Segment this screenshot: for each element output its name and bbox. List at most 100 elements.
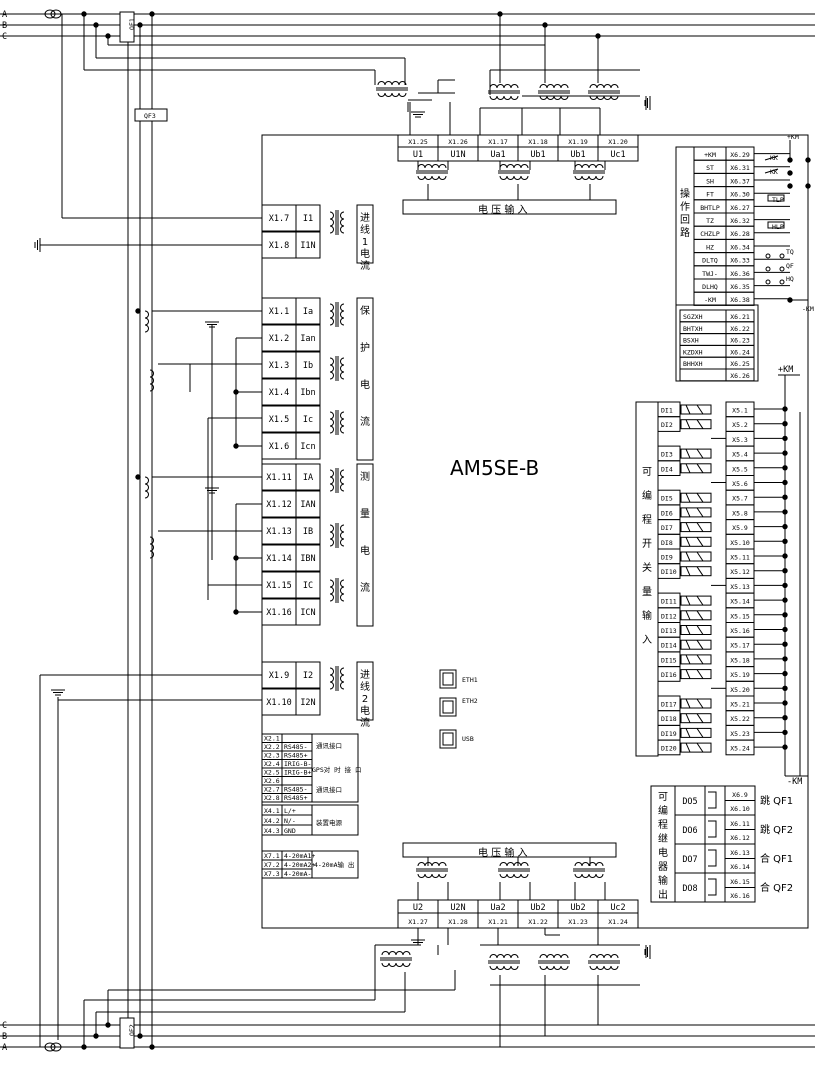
top-terminal-signal: Uc1	[610, 150, 625, 160]
di-dot	[782, 700, 788, 706]
opto-diode	[685, 448, 691, 459]
signal-terminal-number: X6.26	[730, 372, 750, 380]
ct-coil-right	[340, 211, 345, 234]
vt-coil-bottom	[589, 965, 619, 970]
vt-coil-bottom	[539, 95, 569, 100]
bottom-terminal-signal: Uc2	[610, 903, 625, 913]
internal-vt-top	[574, 164, 604, 169]
di-terminal-number: X5.8	[732, 509, 748, 517]
current-terminal-number: X1.4	[269, 388, 289, 398]
op-signal-name: SH	[706, 177, 714, 185]
km-neg-top: -KM	[802, 305, 814, 313]
ground-line2-ct	[51, 689, 65, 696]
bus-label-b: B	[2, 21, 7, 31]
current-signal-cell	[295, 378, 321, 406]
external-ct	[149, 369, 154, 392]
relay-function: 跳 QF1	[760, 794, 793, 807]
current-signal-name: I2N	[300, 698, 315, 708]
opto-arrow	[696, 639, 704, 650]
opto-diode	[685, 610, 691, 621]
kk2-label: KK	[770, 168, 778, 176]
signal-terminal-number: X6.25	[730, 360, 750, 368]
di-terminal-number: X5.19	[730, 671, 750, 679]
signal-name: BSXH	[683, 337, 699, 345]
small-signal-name: N/-	[284, 817, 296, 825]
top-terminal-number: X1.26	[448, 138, 468, 146]
small-signal-name: RS485-	[284, 786, 307, 794]
ct-coil-right	[340, 579, 345, 602]
current-terminal-number: X1.16	[266, 608, 292, 618]
op-dot	[787, 157, 793, 163]
vertical-char: 流	[360, 415, 370, 428]
bus-tap-dot	[105, 33, 111, 39]
bottom-terminal-number: X1.24	[608, 918, 628, 926]
signal-name: KZDXH	[683, 348, 703, 356]
optocoupler-icon	[680, 566, 712, 577]
vertical-char: 可	[642, 467, 652, 478]
current-signal-cell	[295, 204, 321, 232]
di-terminal-number: X5.6	[732, 480, 748, 488]
internal-ct	[329, 524, 334, 547]
op-signal-name: TZ	[706, 217, 714, 225]
di-terminal-number: X5.21	[730, 701, 750, 709]
bottom-terminal-number: X1.23	[568, 918, 588, 926]
di-terminal-number: X5.3	[732, 436, 748, 444]
vertical-char: 作	[680, 201, 690, 213]
terminal-ring	[779, 279, 785, 285]
vertical-char: 电	[360, 247, 370, 260]
current-terminal-number: X1.8	[269, 241, 289, 251]
hlp-link	[767, 221, 785, 229]
voltage-input-title-top: 电 压 输 入	[478, 203, 528, 216]
optocoupler-icon	[680, 595, 712, 606]
current-signal-cell	[295, 490, 321, 518]
opto-diode	[685, 654, 691, 665]
analog-out-label: 4-20mA输 出	[314, 860, 354, 869]
vertical-char: 电	[360, 378, 370, 391]
current-signal-name: I2	[303, 671, 313, 681]
optocoupler-icon	[680, 669, 712, 680]
bottom-terminal-signal: U2	[413, 903, 423, 913]
di-terminal-number: X5.23	[730, 730, 750, 738]
di-terminal-number: X5.18	[730, 656, 750, 664]
current-signal-cell	[295, 432, 321, 460]
bus-label-c-bottom: C	[2, 1021, 7, 1031]
current-signal-cell	[295, 231, 321, 259]
current-signal-name: I1N	[300, 241, 315, 251]
breaker-qf3-label: QF3	[144, 112, 156, 120]
small-signal-cell	[281, 776, 313, 786]
opto-diode	[685, 713, 691, 723]
di-name: DI6	[661, 509, 673, 517]
vertical-char: 编	[642, 489, 652, 502]
di-dot	[782, 465, 788, 471]
relay-terminal-1: X6.13	[730, 849, 750, 857]
di-dot	[782, 641, 788, 647]
di-dot	[782, 656, 788, 662]
vertical-char: 器	[658, 861, 668, 873]
di-name: DI3	[661, 451, 673, 459]
di-km-neg: -KM	[787, 777, 802, 787]
op-signal-name: TWJ-	[702, 270, 718, 278]
di-dot	[782, 626, 788, 633]
vertical-char: 回	[680, 214, 690, 226]
internal-ct	[329, 469, 334, 492]
relay-contact-cell	[704, 814, 726, 845]
signal-terminal-number: X6.22	[730, 325, 750, 333]
top-terminal-number: X1.20	[608, 138, 628, 146]
vertical-char: 保	[360, 304, 370, 317]
top-terminal-number: X1.25	[408, 138, 428, 146]
di-name: DI1	[661, 407, 673, 415]
optocoupler-icon	[680, 522, 712, 533]
opto-arrow	[696, 713, 704, 723]
di-terminal-number: X5.7	[732, 495, 748, 503]
comm-label-box	[311, 733, 359, 803]
current-signal-name: Ian	[300, 334, 315, 344]
current-signal-cell	[295, 661, 321, 689]
small-terminal-number: X2.1	[264, 735, 280, 743]
current-signal-cell	[295, 571, 321, 599]
small-signal-name: 4-20mA-	[284, 870, 311, 878]
current-signal-cell	[295, 297, 321, 325]
current-signal-cell	[295, 405, 321, 433]
device-model: AM5SE-B	[450, 456, 539, 480]
di-terminal-number: X5.17	[730, 642, 750, 650]
